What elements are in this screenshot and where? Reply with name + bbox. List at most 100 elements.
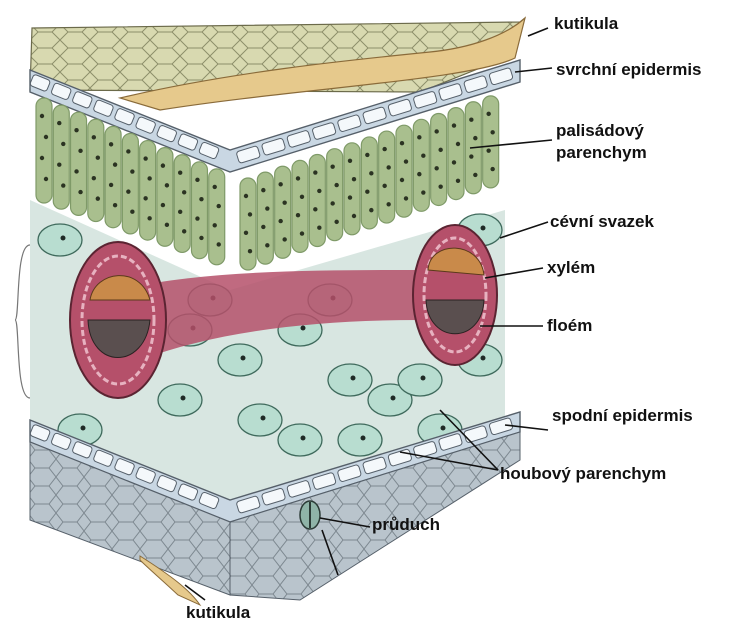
chloroplast <box>421 154 425 158</box>
palisade-cell <box>431 113 447 205</box>
chloroplast <box>165 223 169 227</box>
chloroplast <box>300 231 304 235</box>
chloroplast <box>404 159 408 163</box>
label-spodni-epidermis: spodní epidermis <box>552 406 693 426</box>
chloroplast <box>438 148 442 152</box>
palisade-cell <box>240 178 256 270</box>
chloroplast <box>296 176 300 180</box>
chloroplast <box>182 190 186 194</box>
palisade-cell <box>122 133 138 233</box>
spongy-cell <box>158 384 202 416</box>
chloroplast <box>481 226 486 231</box>
chloroplast <box>147 176 151 180</box>
palisade-cell <box>257 172 273 264</box>
chloroplast <box>382 147 386 151</box>
chloroplast <box>490 130 494 134</box>
chloroplast <box>213 223 217 227</box>
chloroplast <box>348 195 352 199</box>
chloroplast <box>199 236 203 240</box>
vascular-bundle-left <box>70 242 166 398</box>
chloroplast <box>317 226 321 230</box>
chloroplast <box>61 183 65 187</box>
spongy-cell <box>338 424 382 456</box>
palisade-cell <box>483 96 499 188</box>
chloroplast <box>57 121 61 125</box>
spongy-cell <box>238 404 282 436</box>
label-svrchni-epidermis: svrchní epidermis <box>556 60 702 80</box>
palisade-cell <box>53 105 69 209</box>
chloroplast <box>217 204 221 208</box>
chloroplast <box>352 177 356 181</box>
spongy-cell <box>38 224 82 256</box>
label-xylem: xylém <box>547 258 595 278</box>
chloroplast <box>57 163 61 167</box>
label-pruduch: průduch <box>372 515 440 535</box>
chloroplast <box>334 183 338 187</box>
chloroplast <box>96 196 100 200</box>
chloroplast <box>74 128 78 132</box>
chloroplast <box>165 183 169 187</box>
chloroplast <box>261 416 266 421</box>
palisade-cell <box>191 162 207 259</box>
chloroplast <box>313 207 317 211</box>
chloroplast <box>195 178 199 182</box>
chloroplast <box>348 159 352 163</box>
label-palisadovy-parenchym: palisádový parenchym <box>556 120 647 164</box>
chloroplast <box>113 203 117 207</box>
palisade-cell <box>174 155 190 253</box>
chloroplast <box>386 202 390 206</box>
palisade-cell <box>344 143 360 235</box>
chloroplast <box>481 356 486 361</box>
chloroplast <box>147 216 151 220</box>
chloroplast <box>301 436 306 441</box>
palisade-cell <box>36 98 52 203</box>
chloroplast <box>61 142 65 146</box>
chloroplast <box>61 236 66 241</box>
chloroplast <box>244 231 248 235</box>
chloroplast <box>143 196 147 200</box>
chloroplast <box>126 189 130 193</box>
palisade-cell <box>379 131 395 223</box>
chloroplast <box>417 172 421 176</box>
chloroplast <box>282 200 286 204</box>
chloroplast <box>313 170 317 174</box>
chloroplast <box>469 154 473 158</box>
label-houbovy-parenchym: houbový parenchym <box>500 464 666 484</box>
chloroplast <box>438 184 442 188</box>
chloroplast <box>486 148 490 152</box>
chloroplast <box>40 114 44 118</box>
chloroplast <box>434 129 438 133</box>
chloroplast <box>130 210 134 214</box>
chloroplast <box>386 165 390 169</box>
chloroplast <box>441 426 446 431</box>
chloroplast <box>265 243 269 247</box>
spongy-cell <box>398 364 442 396</box>
chloroplast <box>473 173 477 177</box>
chloroplast <box>181 396 186 401</box>
chloroplast <box>452 123 456 127</box>
label-kutikula-bottom: kutikula <box>186 603 250 623</box>
palisade-cell <box>140 141 156 241</box>
label-floem: floém <box>547 316 592 336</box>
palisade-cell <box>361 137 377 229</box>
spongy-cell <box>328 364 372 396</box>
chloroplast <box>241 356 246 361</box>
chloroplast <box>382 184 386 188</box>
chloroplast <box>78 149 82 153</box>
chloroplast <box>469 118 473 122</box>
label-kutikula-top: kutikula <box>554 14 618 34</box>
chloroplast <box>317 189 321 193</box>
chloroplast <box>78 190 82 194</box>
chloroplast <box>126 149 130 153</box>
chloroplast <box>161 163 165 167</box>
palisade-cell <box>105 126 121 227</box>
chloroplast <box>334 220 338 224</box>
chloroplast <box>92 135 96 139</box>
chloroplast <box>178 210 182 214</box>
chloroplast <box>365 190 369 194</box>
chloroplast <box>113 162 117 166</box>
chloroplast <box>217 242 221 246</box>
chloroplast <box>81 426 86 431</box>
chloroplast <box>92 176 96 180</box>
